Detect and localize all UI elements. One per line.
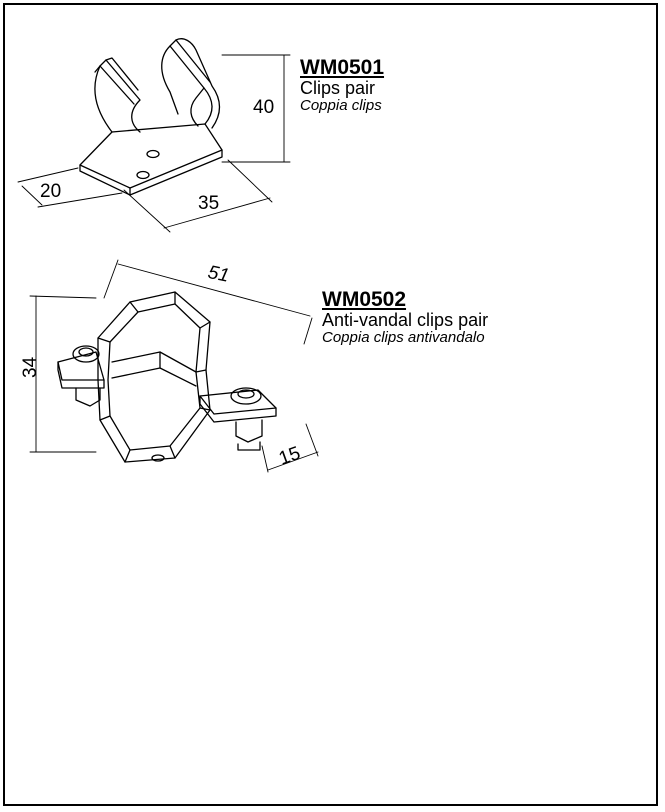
height-dimension-label: 34	[20, 356, 41, 378]
product-name-en: Clips pair	[300, 78, 376, 99]
product-name-it: Coppia clips antivandalo	[322, 328, 485, 346]
height-dimension-label: 40	[253, 97, 274, 118]
anti-vandal-clip-dimensions	[29, 259, 319, 473]
depth-dimension-label: 20	[40, 181, 61, 202]
width-dimension-label: 35	[198, 193, 219, 214]
product-name-it: Coppia clips	[300, 96, 382, 114]
product-code: WM0501	[300, 56, 385, 79]
clip-pair-drawing	[79, 38, 223, 196]
product-block-wm0501: WM0501 Clips pair Coppia clips	[300, 56, 385, 114]
clip-pair-dimensions	[17, 54, 291, 233]
width-dimension-label: 51	[206, 262, 231, 287]
sheet-frame	[3, 3, 658, 806]
product-code: WM0502	[322, 288, 407, 311]
product-name-en: Anti-vandal clips pair	[322, 310, 489, 331]
product-block-wm0502: WM0502 Anti-vandal clips pair Coppia cli…	[322, 288, 489, 346]
anti-vandal-clip-drawing	[57, 291, 277, 463]
